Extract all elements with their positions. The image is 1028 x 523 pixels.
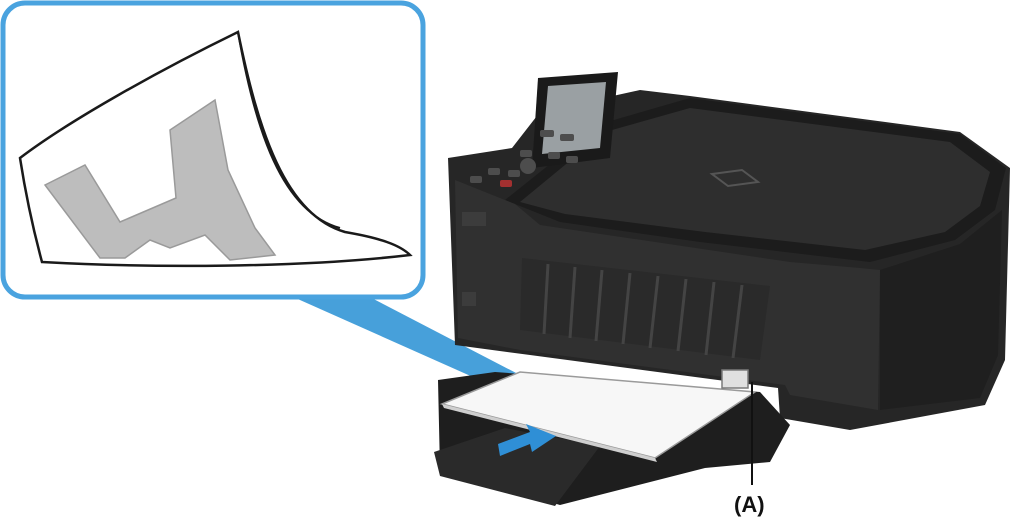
paper-printed-side-mark — [43, 98, 277, 261]
power-button — [462, 292, 476, 306]
printer-right-side — [880, 210, 1002, 410]
insert-arrow-icon — [498, 424, 556, 456]
printer — [434, 72, 1010, 506]
control-panel-buttons — [470, 130, 578, 187]
callout-beam — [282, 292, 545, 398]
lid-logo-mark — [709, 168, 761, 188]
label-a: (A) — [734, 492, 765, 517]
lcd-screen — [532, 72, 618, 168]
paper-curl-callout — [0, 0, 426, 300]
paper-curl-edge — [237, 31, 341, 229]
paper-guide-a — [721, 369, 749, 389]
card-slot — [462, 212, 486, 226]
tray-grill — [542, 263, 744, 359]
paper-stack-edge — [442, 404, 657, 462]
tray-extension — [434, 428, 600, 506]
